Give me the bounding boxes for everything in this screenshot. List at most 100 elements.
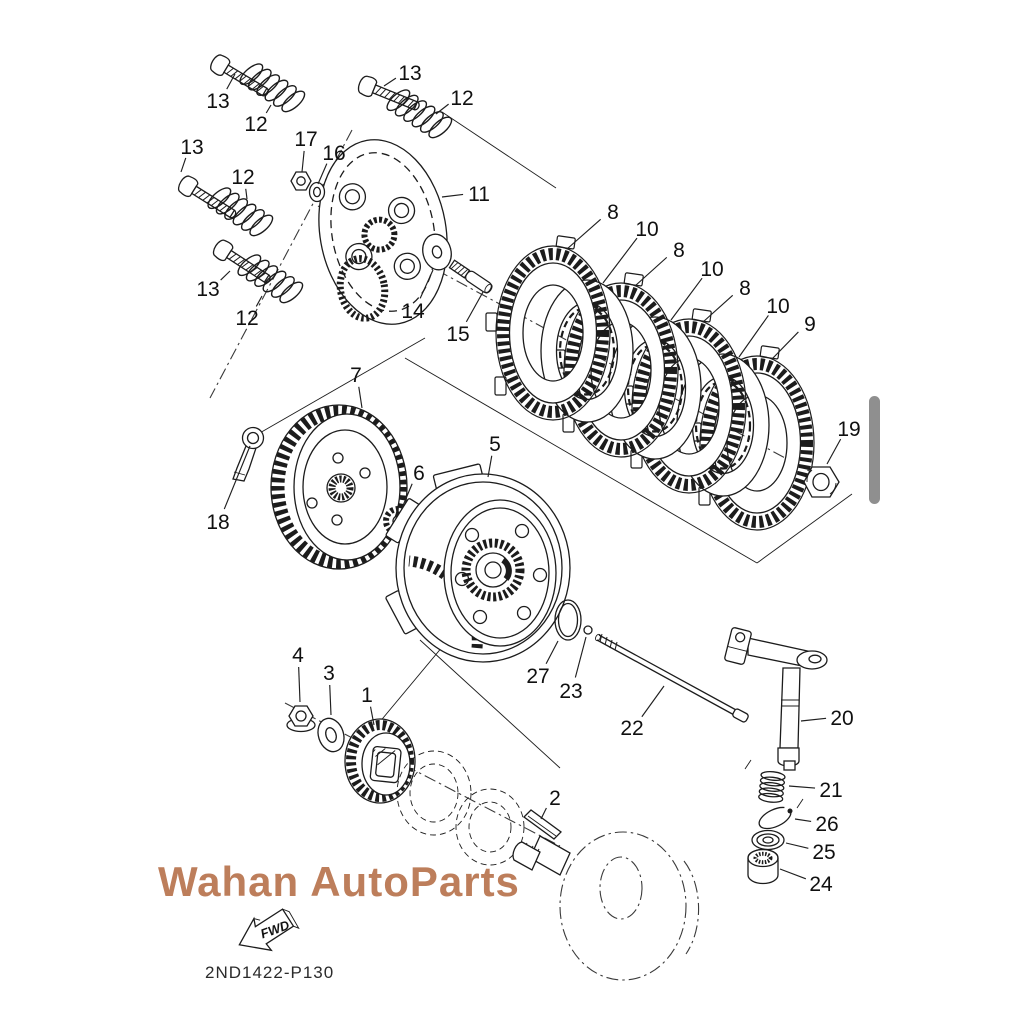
clutch-housing-5 — [385, 463, 571, 663]
part-number-label: 13 — [180, 136, 203, 159]
part-number-label: 5 — [489, 433, 501, 456]
leader-line — [226, 73, 236, 90]
leader-line — [298, 666, 301, 703]
part-number-label: 8 — [673, 239, 685, 262]
spring-21 — [744, 759, 804, 809]
part-number-label: 23 — [559, 680, 582, 703]
part-number-label: 21 — [819, 779, 842, 802]
part-number-label: 13 — [398, 62, 421, 85]
leader-line — [670, 277, 703, 321]
leader-line — [771, 331, 799, 360]
diagram-code: 2ND1422-P130 — [205, 963, 334, 982]
leader-line — [435, 103, 449, 115]
part-number-label: 8 — [739, 277, 751, 300]
leader-line — [465, 291, 484, 323]
leader-line — [540, 807, 547, 820]
leader-line — [369, 706, 375, 726]
leader-line — [223, 445, 251, 510]
leader-line — [641, 685, 665, 718]
fwd-arrow-icon: FWD — [238, 908, 300, 952]
nut-4 — [286, 705, 316, 733]
leader-line — [383, 77, 397, 87]
oil-seal-25 — [751, 829, 785, 851]
leader-line — [785, 842, 809, 849]
leader-line — [487, 455, 493, 478]
leader-line — [788, 785, 816, 789]
leader-line — [265, 104, 272, 114]
ghost-gears — [396, 750, 525, 866]
leader-line — [301, 150, 305, 173]
part-number-label: 20 — [830, 707, 853, 730]
primary-driven-gear-7 — [270, 404, 408, 570]
callouts: 1312131213121716131211141581081081091971… — [180, 62, 860, 896]
part-number-label: 3 — [323, 662, 335, 685]
crankshaft-ghost — [512, 831, 700, 981]
leader-line — [180, 157, 187, 173]
leader-line — [245, 188, 248, 200]
leader-line — [800, 717, 827, 722]
lever-18 — [232, 426, 265, 482]
part-number-label: 25 — [812, 841, 835, 864]
screw-15 — [448, 259, 493, 294]
circlip-26 — [758, 806, 793, 830]
part-number-label: 16 — [322, 142, 345, 165]
washer-3 — [317, 717, 345, 753]
ball-23 — [583, 625, 593, 635]
part-number-label: 1 — [361, 684, 373, 707]
leader-line — [329, 684, 332, 716]
part-number-label: 24 — [809, 873, 833, 896]
pressure-plate-11 — [318, 139, 448, 325]
part-number-label: 12 — [244, 113, 267, 136]
part-number-label: 6 — [413, 462, 425, 485]
leader-line — [401, 483, 413, 509]
part-number-label: 10 — [635, 218, 658, 241]
key-2 — [523, 809, 562, 840]
leader-line — [220, 270, 231, 281]
part-number-label: 8 — [607, 201, 619, 224]
oring-27 — [554, 599, 582, 641]
leader-line — [255, 295, 263, 307]
washer-14 — [422, 233, 452, 271]
part-number-label: 7 — [350, 364, 362, 387]
part-number-label: 22 — [620, 717, 643, 740]
part-number-label: 4 — [292, 644, 304, 667]
push-rod-22 — [595, 633, 749, 723]
leader-line — [634, 256, 668, 287]
part-number-label: 10 — [766, 295, 789, 318]
primary-drive-gear-1 — [344, 718, 416, 804]
part-number-label: 12 — [450, 87, 473, 110]
part-number-label: 13 — [196, 278, 219, 301]
part-number-label: 19 — [837, 418, 860, 441]
leader-line — [566, 218, 602, 250]
part-number-label: 14 — [401, 300, 425, 323]
leader-line — [794, 818, 812, 822]
leader-line — [317, 163, 328, 185]
spring-12-3 — [202, 179, 279, 245]
part-number-label: 9 — [804, 313, 816, 336]
washer-16 — [308, 181, 326, 203]
leader-line — [419, 269, 434, 299]
watermark: Wahan AutoParts — [158, 858, 520, 905]
part-number-label: 18 — [206, 511, 229, 534]
part-number-label: 26 — [815, 813, 838, 836]
bearing-24 — [747, 848, 779, 885]
part-number-label: 12 — [235, 307, 258, 330]
leader-line — [574, 636, 587, 678]
leader-line — [702, 294, 734, 323]
part-number-label: 15 — [446, 323, 469, 346]
leader-line — [441, 193, 464, 198]
part-number-label: 17 — [294, 128, 317, 151]
clutch-plate-stack — [486, 236, 814, 530]
part-number-label: 10 — [700, 258, 723, 281]
part-number-label: 27 — [526, 665, 549, 688]
leader-line — [779, 868, 807, 880]
scrollbar-thumb[interactable] — [869, 396, 880, 504]
nut-19 — [803, 466, 840, 498]
leader-line — [358, 386, 363, 409]
part-number-label: 13 — [206, 90, 229, 113]
part-number-label: 2 — [549, 787, 561, 810]
push-lever-20 — [724, 627, 828, 771]
part-number-label: 12 — [231, 166, 254, 189]
